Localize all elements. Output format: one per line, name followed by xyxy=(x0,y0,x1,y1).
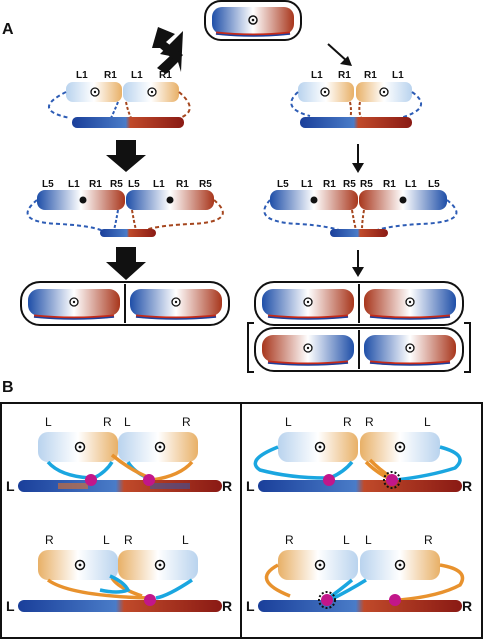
label-r: R xyxy=(285,533,294,547)
chromosome xyxy=(100,229,156,237)
label-l1: L1 xyxy=(301,179,313,190)
row4-left-daughter-cells xyxy=(20,281,230,326)
label-l: L xyxy=(285,415,292,429)
row3-right-segregation: L5 L1 R1 R5 R5 R1 L1 L5 xyxy=(263,179,458,237)
row5-right-alternative-cells xyxy=(247,322,471,373)
clash-icon xyxy=(383,471,401,489)
label-r1: R1 xyxy=(89,179,102,190)
right-bracket xyxy=(464,322,471,373)
label-l: L xyxy=(6,478,15,494)
label-l1: L1 xyxy=(76,70,88,81)
row2-left-segregation: L1 R1 L1 R1 xyxy=(48,70,191,128)
label-l: L xyxy=(124,415,131,429)
chromosome xyxy=(18,600,222,612)
binding-site-icon xyxy=(389,594,401,606)
binding-site-icon xyxy=(144,594,156,606)
thin-arrow-icon xyxy=(327,43,352,66)
row3-left-segregation: L5 L1 R1 R5 L5 L1 R1 R5 xyxy=(26,179,224,237)
label-r1: R1 xyxy=(323,179,336,190)
label-l1: L1 xyxy=(311,70,323,81)
label-r1: R1 xyxy=(104,70,117,81)
label-r: R xyxy=(462,598,472,614)
label-r: R xyxy=(103,415,112,429)
label-r: R xyxy=(222,478,232,494)
label-l1: L1 xyxy=(392,70,404,81)
label-r1: R1 xyxy=(364,70,377,81)
label-l5: L5 xyxy=(277,179,289,190)
label-l5: L5 xyxy=(428,179,440,190)
label-r1: R1 xyxy=(176,179,189,190)
left-bracket xyxy=(247,322,254,373)
panel-letter-b: B xyxy=(2,379,14,396)
label-l1: L1 xyxy=(68,179,80,190)
label-r1: R1 xyxy=(338,70,351,81)
label-l: L xyxy=(343,533,350,547)
label-l1: L1 xyxy=(153,179,165,190)
big-arrow-icon xyxy=(152,27,183,74)
label-l: L xyxy=(103,533,110,547)
label-l: L xyxy=(424,415,431,429)
label-r1: R1 xyxy=(383,179,396,190)
chromosome xyxy=(72,117,184,128)
label-r5: R5 xyxy=(199,179,212,190)
binding-site-icon xyxy=(321,594,333,606)
label-r: R xyxy=(182,415,191,429)
down-arrow-icon xyxy=(352,144,364,173)
label-l: L xyxy=(182,533,189,547)
label-l5: L5 xyxy=(128,179,140,190)
label-l: L xyxy=(246,598,255,614)
label-r5: R5 xyxy=(110,179,123,190)
chromosome xyxy=(300,117,412,128)
row2-right-segregation: L1 R1 R1 L1 xyxy=(290,70,423,128)
clash-icon xyxy=(318,591,336,609)
label-r: R xyxy=(424,533,433,547)
down-arrow-icon xyxy=(106,140,146,172)
label-r5: R5 xyxy=(360,179,373,190)
label-r: R xyxy=(222,598,232,614)
label-l: L xyxy=(6,598,15,614)
panel-letter-a: A xyxy=(2,21,14,38)
label-r: R xyxy=(462,478,472,494)
binding-site-icon xyxy=(386,474,398,486)
label-r: R xyxy=(45,533,54,547)
label-r5: R5 xyxy=(343,179,356,190)
top-cell xyxy=(204,0,302,41)
binding-site-icon xyxy=(143,474,155,486)
chromosome xyxy=(330,229,388,237)
chromosome xyxy=(258,600,462,612)
b-bottom-left: R L R L L R xyxy=(6,533,232,614)
binding-site-icon xyxy=(323,474,335,486)
down-arrow-icon xyxy=(106,247,146,280)
chromosome xyxy=(18,480,222,492)
label-r: R xyxy=(124,533,133,547)
b-top-right: L R R L L R xyxy=(246,415,472,494)
label-r1: R1 xyxy=(159,70,172,81)
b-top-left: L R L R L R xyxy=(6,415,232,494)
label-l: L xyxy=(365,533,372,547)
label-l: L xyxy=(45,415,52,429)
label-r: R xyxy=(343,415,352,429)
row4-right-daughter-cells xyxy=(254,281,464,326)
down-arrow-icon xyxy=(352,250,364,277)
binding-site-icon xyxy=(85,474,97,486)
chromosome xyxy=(258,480,462,492)
label-l1: L1 xyxy=(131,70,143,81)
label-l5: L5 xyxy=(42,179,54,190)
label-l1: L1 xyxy=(405,179,417,190)
b-bottom-right: R L L R L R xyxy=(246,533,472,614)
label-l: L xyxy=(246,478,255,494)
label-r: R xyxy=(365,415,374,429)
